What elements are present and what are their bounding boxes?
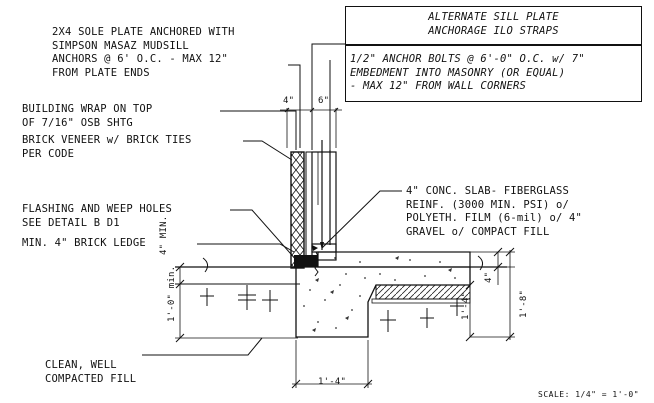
sole-plate-note: 2X4 SOLE PLATE ANCHORED WITH SIMPSON MAS… [52, 26, 235, 79]
fill-note: CLEAN, WELL COMPACTED FILL [45, 359, 137, 385]
alternate-body-box: 1/2" ANCHOR BOLTS @ 6'-0" O.C. w/ 7" EMB… [345, 44, 642, 102]
dim-wall-6: 6" [318, 96, 330, 106]
scale-note: SCALE: 1/4" = 1'-0" [538, 390, 640, 399]
dim-right-1-8: 1'-8" [519, 289, 529, 318]
alternate-title-box: ALTERNATE SILL PLATE ANCHORAGE ILO STRAP… [345, 6, 642, 46]
footing [295, 267, 471, 338]
dim-min-4: 4" MIN. [159, 215, 169, 255]
flashing-note: FLASHING AND WEEP HOLES SEE DETAIL B D1 [22, 203, 172, 229]
dim-footing-1-4: 1'-4" [461, 291, 471, 320]
dim-right-4: 4" [484, 271, 494, 283]
fill-hatch [200, 285, 464, 332]
dim-bottom-1-4: 1'-4" [318, 377, 347, 387]
dim-left-1-0: 1'-0" min. [167, 265, 177, 322]
slab-note: 4" CONC. SLAB- FIBERGLASS REINF. (3000 M… [406, 185, 583, 238]
alternate-title: ALTERNATE SILL PLATE [428, 11, 559, 23]
brick-ledge-note: MIN. 4" BRICK LEDGE [22, 237, 146, 249]
building-wrap-note: BUILDING WRAP ON TOP OF 7/16" OSB SHTG [22, 103, 153, 129]
brick-veneer-note: BRICK VENEER w/ BRICK TIES PER CODE [22, 134, 192, 160]
dim-wall-4: 4" [283, 96, 295, 106]
alternate-subtitle: ANCHORAGE ILO STRAPS [428, 24, 559, 37]
